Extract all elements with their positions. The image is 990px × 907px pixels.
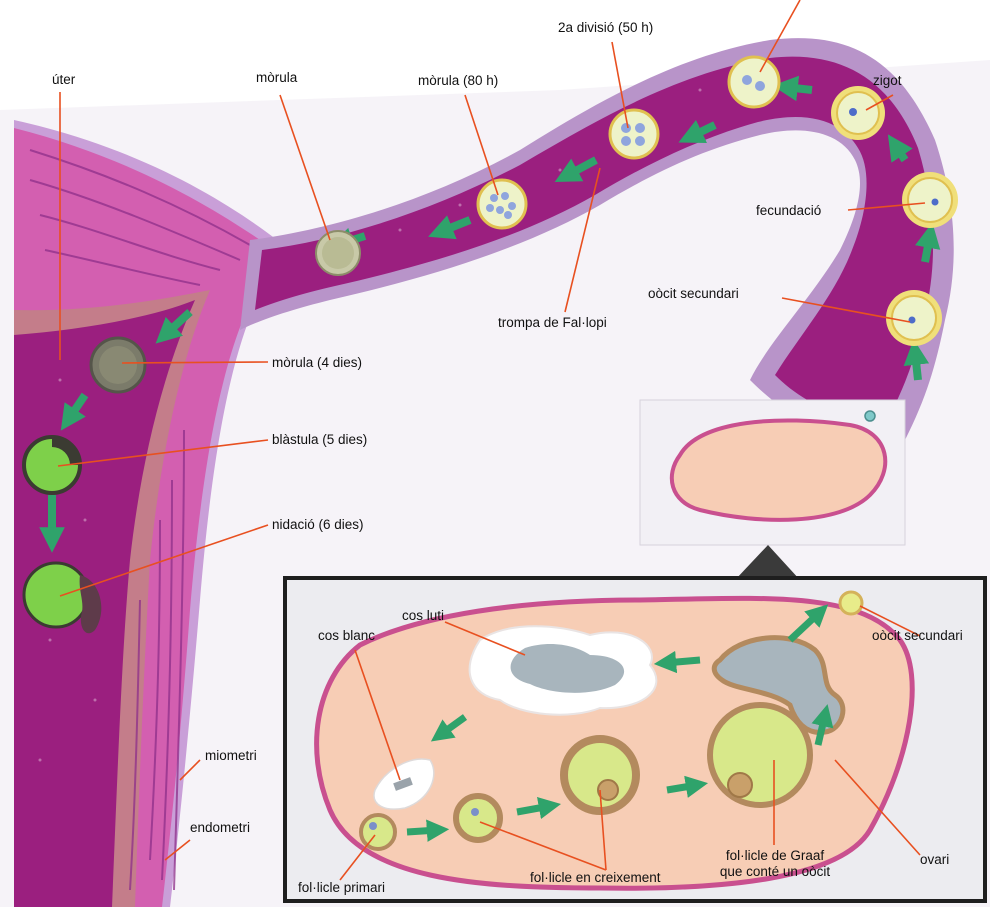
- primary-follicle-oocyte: [369, 822, 377, 830]
- label-blastula-5-dies: blàstula (5 dies): [272, 432, 367, 448]
- first-division-cell: [729, 57, 779, 107]
- zygote-cell: [831, 86, 885, 140]
- label-uter: úter: [52, 72, 75, 88]
- label-oocit-secundari-tube: oòcit secundari: [648, 286, 739, 302]
- label-nidacio-6-dies: nidació (6 dies): [272, 517, 364, 533]
- label-cos-luti: cos luti: [402, 608, 444, 624]
- label-follicle-graaf-line2: que conté un oòcit: [710, 864, 840, 880]
- label-trompa-fallopi: trompa de Fal·lopi: [498, 315, 607, 331]
- morula-cell: [316, 231, 360, 275]
- fecundation-cell: [902, 172, 958, 228]
- growing-follicle-small-oocyte: [471, 808, 479, 816]
- label-fecundacio: fecundació: [756, 203, 821, 219]
- label-follicle-graaf: fol·licle de Graaf que conté un oòcit: [710, 848, 840, 880]
- label-morula: mòrula: [256, 70, 297, 86]
- graafian-follicle-cumulus: [728, 773, 752, 797]
- label-zigot: zigot: [873, 73, 902, 89]
- ovulated-oocyte-small: [865, 411, 875, 421]
- growing-follicle-small: [456, 796, 500, 840]
- graafian-follicle: [710, 705, 810, 805]
- primary-follicle: [361, 815, 395, 849]
- oocyte-secundary-tube: [886, 290, 942, 346]
- label-miometri: miometri: [205, 748, 257, 764]
- label-endometri: endometri: [190, 820, 250, 836]
- ovary-small: [672, 420, 885, 519]
- label-morula-80h: mòrula (80 h): [418, 73, 498, 89]
- morula-80h-cell: [478, 180, 526, 228]
- label-2a-divisio: 2a divisió (50 h): [558, 20, 653, 36]
- second-division-cell: [610, 110, 658, 158]
- label-cos-blanc: cos blanc: [318, 628, 375, 644]
- morula-4d-cell: [91, 338, 145, 392]
- label-ovari: ovari: [920, 852, 949, 868]
- label-oocit-secundari-box: oòcit secundari: [872, 628, 963, 644]
- label-morula-4-dies: mòrula (4 dies): [272, 355, 362, 371]
- label-follicle-graaf-line1: fol·licle de Graaf: [710, 848, 840, 864]
- label-follicle-primari: fol·licle primari: [298, 880, 385, 896]
- label-follicle-creixement: fol·licle en creixement: [530, 870, 661, 886]
- released-oocyte: [840, 592, 862, 614]
